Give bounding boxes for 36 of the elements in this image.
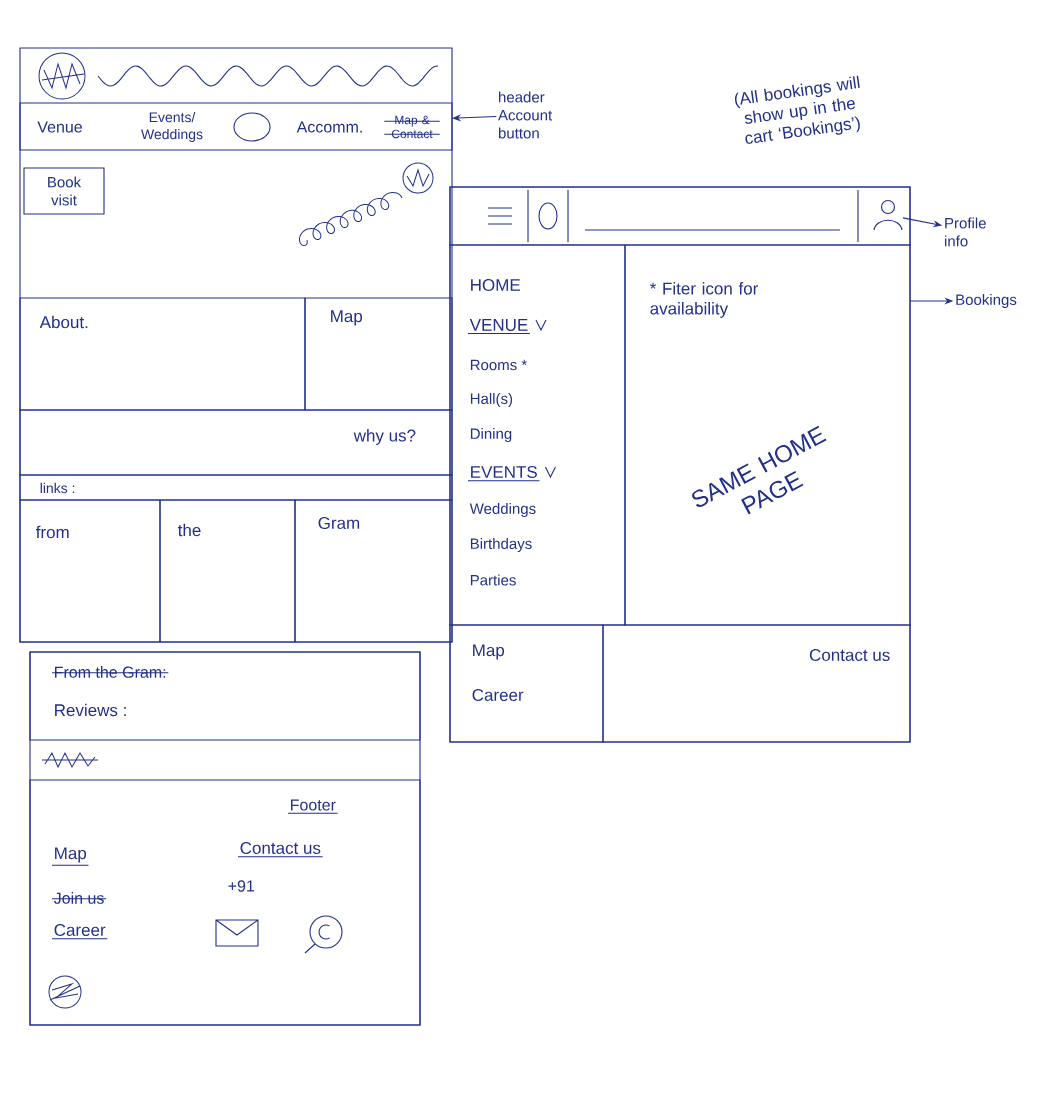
section-heading: Reviews : <box>55 703 126 717</box>
menu-item: VENUE <box>467 319 531 335</box>
note-text: * Fiter icon for availability <box>649 282 759 318</box>
menu-item: Dining <box>470 428 512 442</box>
footer-heading: Footer <box>287 799 339 814</box>
content-cell: About. <box>19 297 306 411</box>
nav-link: Venue <box>37 121 82 133</box>
annotation-text: Profile info <box>945 217 986 247</box>
content-band: links : <box>19 474 453 501</box>
user-icon <box>873 199 903 231</box>
nav-link: Accomm. <box>296 121 362 133</box>
annotation-text: header Account button <box>498 91 553 139</box>
phone-number: +91 <box>228 880 255 892</box>
footer-cell: Contact us <box>602 624 911 743</box>
menu-item: Weddings <box>469 503 536 517</box>
header-bar <box>449 186 911 246</box>
footer-link: Map <box>51 847 89 866</box>
content-cell: Map <box>304 297 453 411</box>
note-text: (All bookings will show up in the cart ‘Bookings’) <box>734 75 860 144</box>
menu-item: HOME <box>471 278 520 291</box>
footer-link: Career <box>472 688 524 701</box>
content-cell: the <box>159 499 296 643</box>
footer-link: Contact us <box>237 842 324 858</box>
annotation-text: Bookings <box>956 294 1017 308</box>
footer-link: Map <box>473 644 505 660</box>
content-cell: from <box>19 499 161 643</box>
footer-link: Career <box>51 924 108 940</box>
menu-item: Birthdays <box>470 538 532 552</box>
menu-item: Parties <box>470 574 516 586</box>
menu-item: Hall(s) <box>470 393 513 407</box>
nav-link: Events/ Weddings <box>141 111 203 142</box>
menu-item: Rooms * <box>470 359 527 371</box>
content-cell: Gram <box>294 499 453 643</box>
menu-item: EVENTS <box>467 465 540 482</box>
book-button: Book visit <box>23 167 105 215</box>
content-band: why us? <box>19 409 453 476</box>
